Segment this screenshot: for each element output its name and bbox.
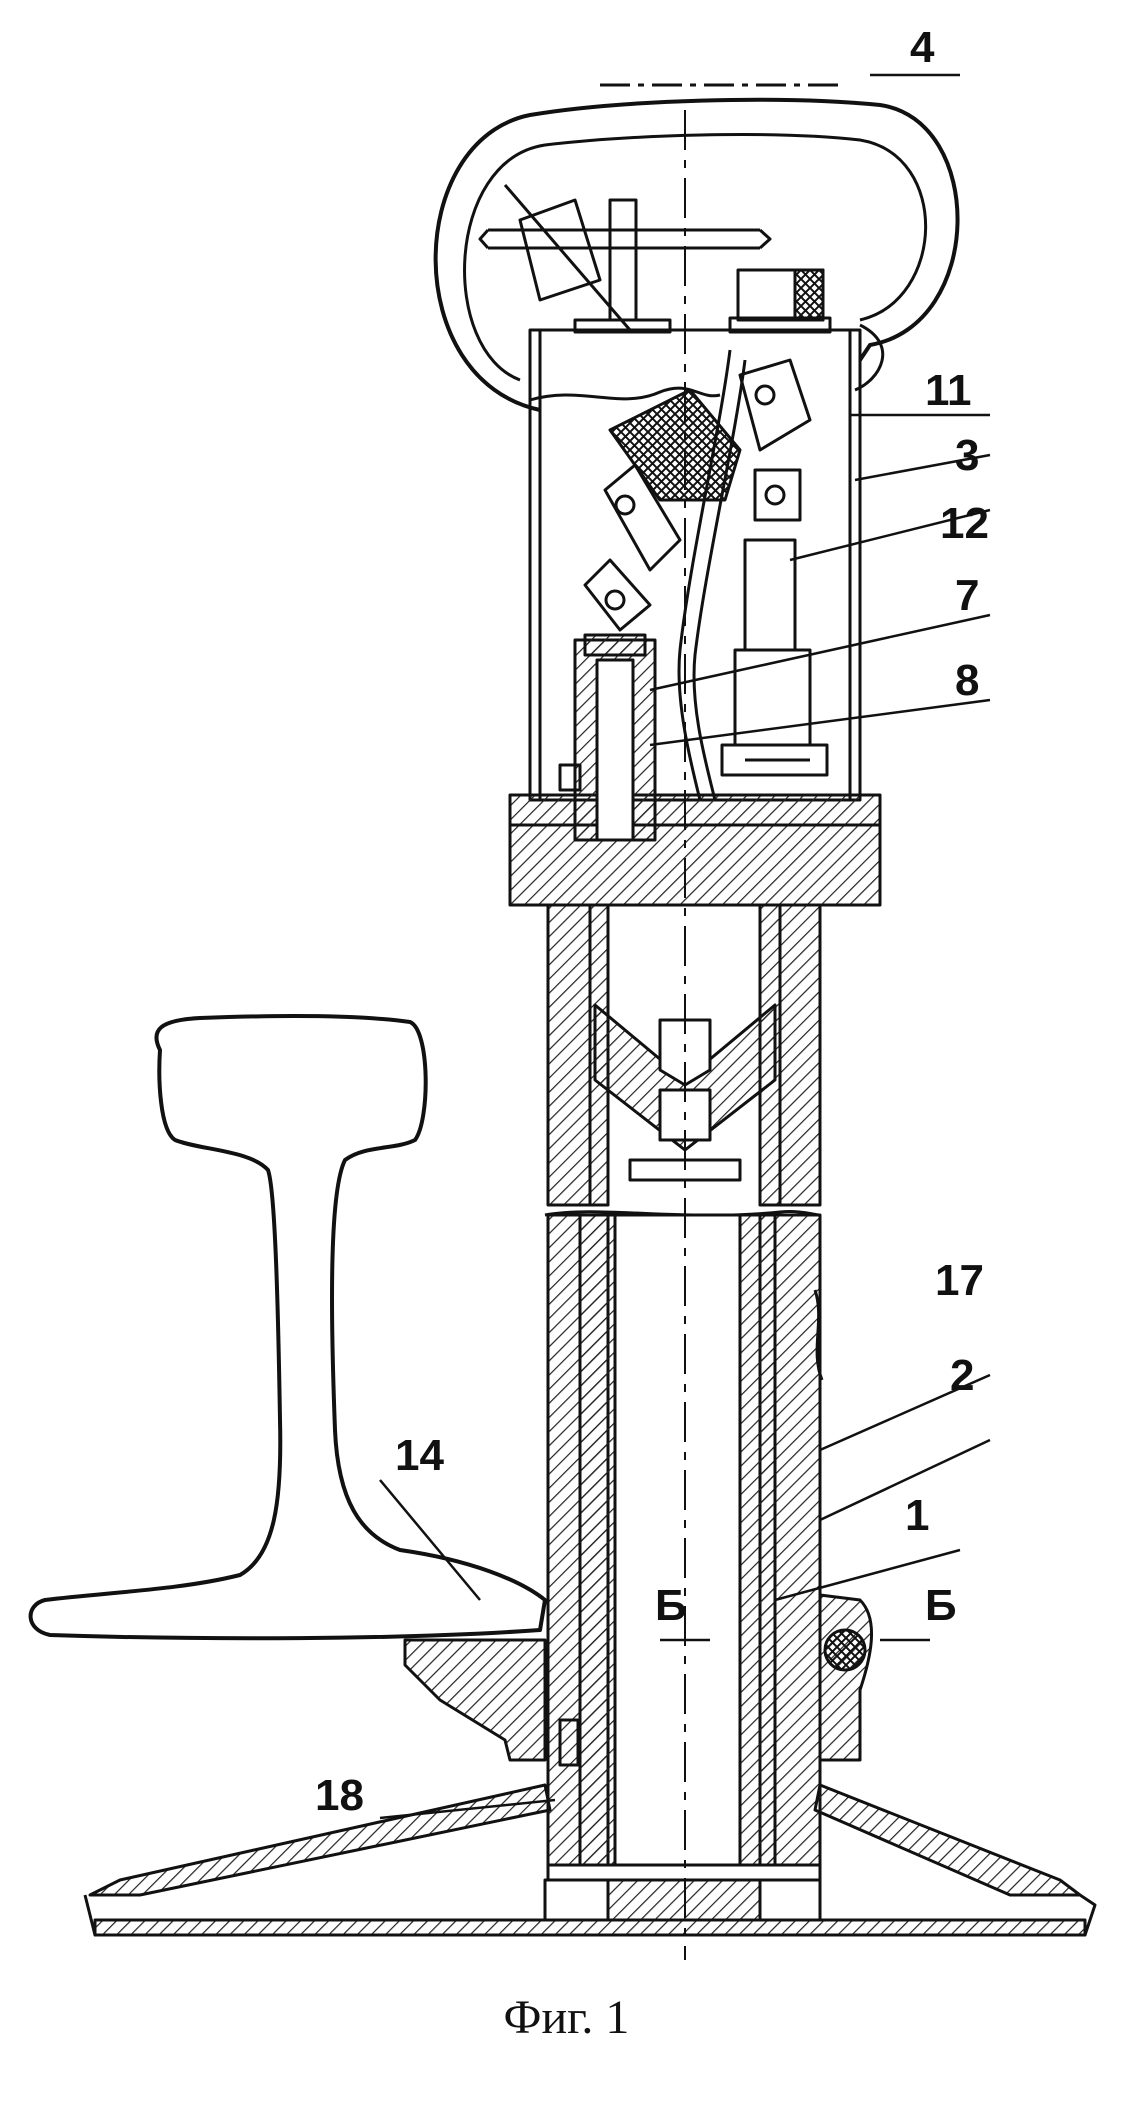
piston-cylinder xyxy=(560,635,655,840)
label-8: 8 xyxy=(955,656,979,705)
rail-profile xyxy=(31,1016,545,1638)
figure-caption: Фиг. 1 xyxy=(0,1990,1133,2045)
label-12: 12 xyxy=(940,499,989,548)
label-11: 11 xyxy=(925,366,972,415)
label-17: 17 xyxy=(935,1256,984,1305)
threaded-rod xyxy=(722,540,827,775)
label-14: 14 xyxy=(395,1431,444,1480)
label-2: 2 xyxy=(950,1351,974,1400)
label-18: 18 xyxy=(315,1771,364,1820)
collar-right xyxy=(820,1595,872,1760)
section-mark-left: Б xyxy=(655,1581,687,1630)
label-4: 4 xyxy=(910,23,935,72)
knob xyxy=(730,270,830,332)
section-mark-right: Б xyxy=(925,1581,957,1630)
label-7: 7 xyxy=(955,571,979,620)
label-3: 3 xyxy=(955,431,979,480)
label-1: 1 xyxy=(905,1491,929,1540)
t-key xyxy=(480,185,770,332)
lower-tube xyxy=(545,1212,822,1880)
